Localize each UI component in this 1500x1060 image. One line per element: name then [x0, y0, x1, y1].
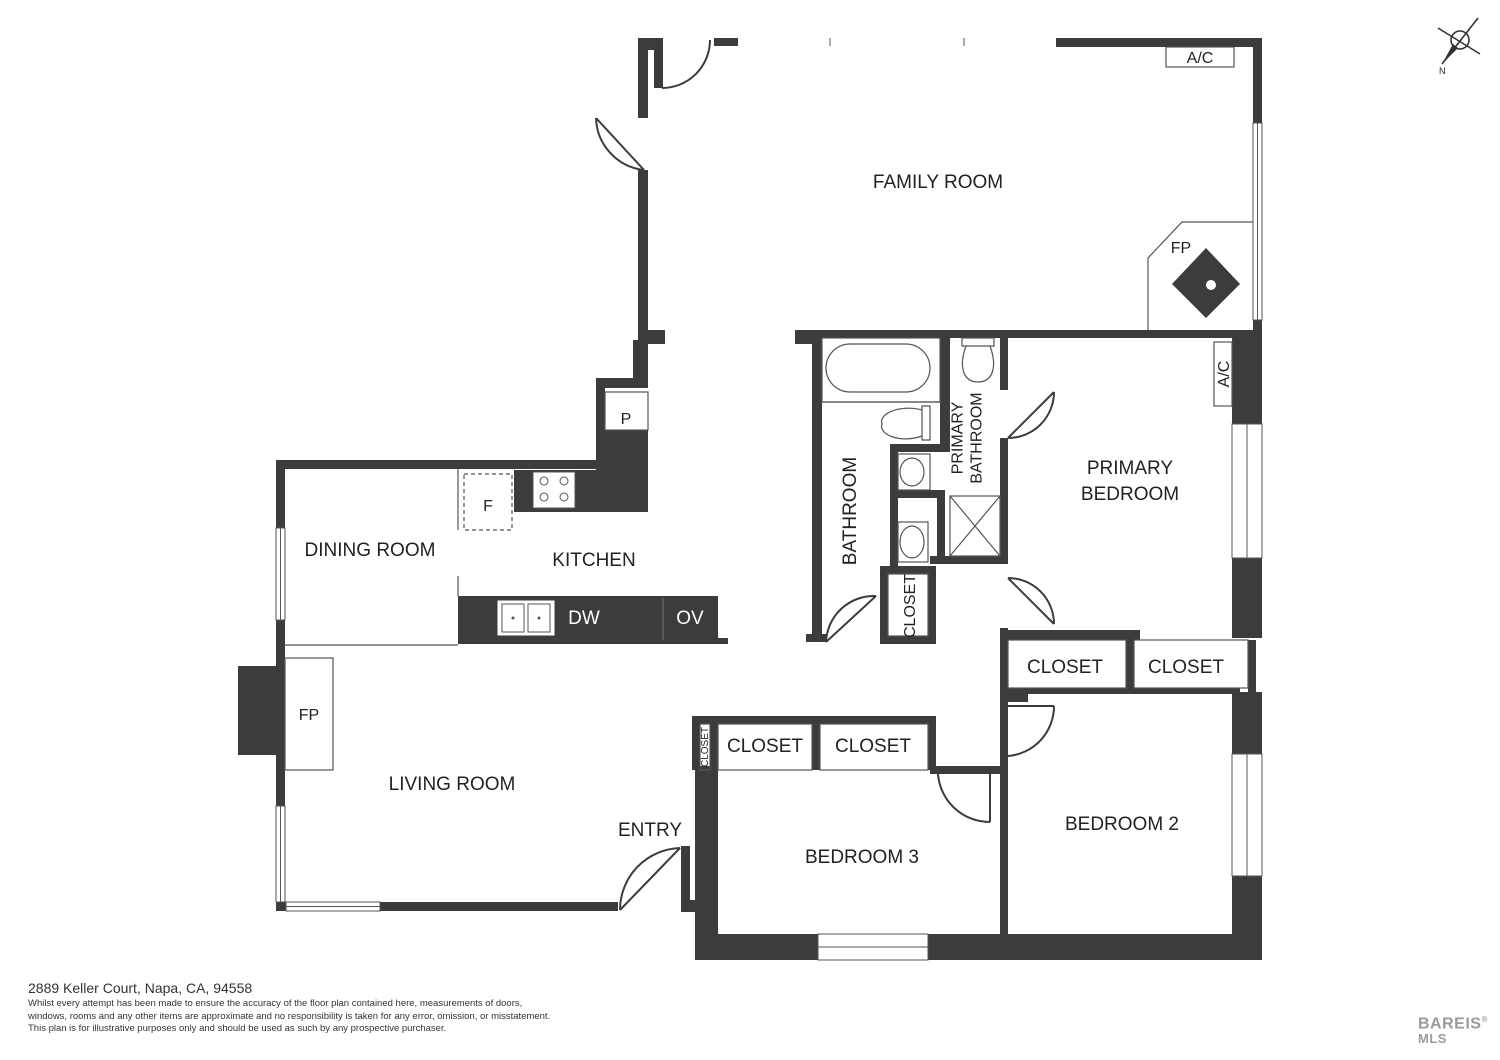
bareis-mls-logo: BAREIS® MLS: [1418, 1012, 1488, 1046]
shower: [949, 495, 1001, 557]
sink-bath-2: [897, 521, 929, 563]
fireplace-family-outline: [1147, 221, 1253, 330]
fireplace-family-icon: [1172, 248, 1240, 318]
label-closet-tiny: CLOSET: [700, 727, 711, 767]
logo-line2: MLS: [1418, 1031, 1447, 1047]
footer: 2889 Keller Court, Napa, CA, 94558 Whils…: [28, 980, 628, 1036]
disclaimer-line: Whilst every attempt has been made to en…: [28, 998, 523, 1009]
toilet-bath: [881, 405, 931, 441]
label-line: BATHROOM: [969, 392, 986, 483]
logo-line1: BAREIS: [1418, 1015, 1482, 1033]
label-closet-hall-2: CLOSET: [835, 736, 911, 757]
disclaimer-line: windows, rooms and any other items are a…: [28, 1010, 551, 1022]
label-closet-bath: CLOSET: [902, 574, 919, 638]
label-bedroom-2: BEDROOM 2: [1065, 814, 1179, 835]
fridge: [463, 473, 513, 531]
closet-primary-2-outline: [1133, 639, 1249, 689]
closet-primary-1-outline: [1007, 639, 1127, 689]
label-closet-primary-1: CLOSET: [1027, 657, 1103, 678]
label-entry: ENTRY: [618, 820, 682, 841]
label-fridge: F: [483, 498, 493, 515]
closet-tiny-outline: [699, 723, 711, 771]
label-oven: OV: [676, 608, 704, 629]
ac-unit-primary: [1213, 341, 1233, 407]
ac-unit-top: [1165, 46, 1235, 68]
label-bedroom-3: BEDROOM 3: [805, 847, 919, 868]
disclaimer-line: This plan is for illustrative purposes o…: [28, 1023, 447, 1034]
kitchen-sink: [497, 598, 664, 640]
closet-bath-outline: [887, 573, 929, 637]
pantry: [604, 391, 649, 431]
sink-bath-1: [897, 453, 931, 491]
logo-mark: ®: [1481, 1015, 1488, 1024]
label-bathroom: BATHROOM: [840, 457, 861, 565]
label-living-room: LIVING ROOM: [389, 774, 516, 795]
label-line: BEDROOM: [1081, 484, 1179, 505]
compass-label: N: [1439, 66, 1446, 76]
doors: [595, 39, 1056, 911]
label-line: PRIMARY: [1087, 458, 1174, 479]
windows: [275, 38, 1263, 961]
walls: [238, 38, 1262, 960]
label-closet-hall-1: CLOSET: [727, 736, 803, 757]
label-closet-primary-2: CLOSET: [1148, 657, 1224, 678]
disclaimer: Whilst every attempt has been made to en…: [28, 998, 628, 1036]
stove: [532, 471, 576, 509]
label-fireplace-family: FP: [1171, 240, 1191, 257]
fixtures: [284, 46, 1253, 771]
label-ac-primary: A/C: [1216, 361, 1233, 388]
label-kitchen: KITCHEN: [552, 550, 635, 571]
label-dishwasher: DW: [568, 608, 600, 629]
label-ac-top: A/C: [1187, 50, 1214, 67]
room-labels: FAMILY ROOM PRIMARY BEDROOM DINING ROOM K…: [299, 50, 1233, 868]
label-dining-room: DINING ROOM: [305, 540, 436, 561]
toilet-primary: [961, 337, 995, 383]
label-fireplace-living: FP: [299, 707, 319, 724]
fireplace-living-hearth: [284, 657, 334, 771]
property-address: 2889 Keller Court, Napa, CA, 94558: [28, 980, 253, 996]
label-pantry: P: [621, 411, 632, 428]
label-family-room: FAMILY ROOM: [873, 172, 1003, 193]
label-line: PRIMARY: [950, 401, 967, 474]
closet-hall-1-outline: [717, 723, 813, 771]
closet-hall-2-outline: [819, 723, 929, 771]
north-compass-icon: [1437, 17, 1481, 65]
label-primary-bedroom: PRIMARY BEDROOM: [1081, 458, 1179, 505]
